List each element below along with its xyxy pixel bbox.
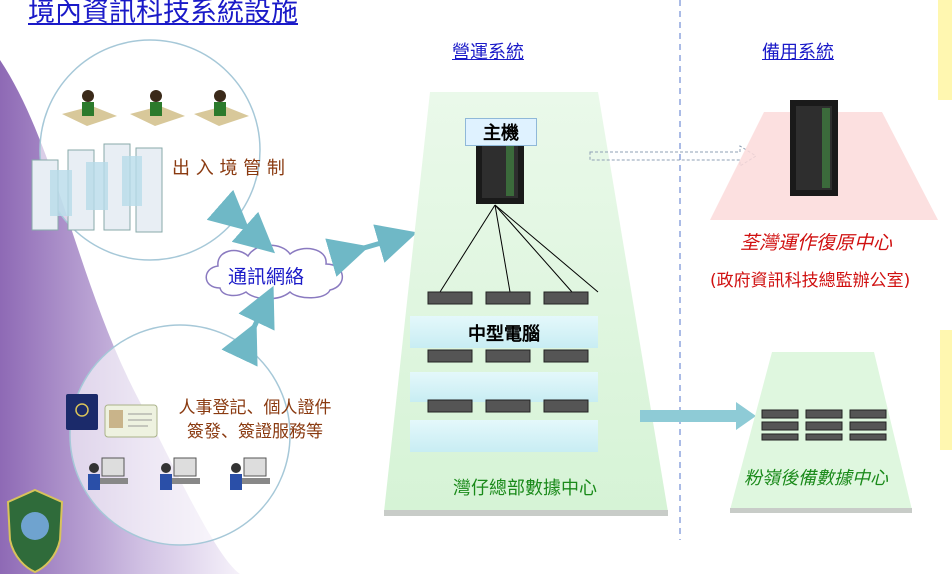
officer-at-desk-icon	[62, 90, 249, 126]
gate-icon	[31, 143, 163, 233]
recovery-center-label: 荃灣運作復原中心	[740, 232, 893, 254]
rack-server-icon	[761, 409, 887, 441]
page-title: 境內資訊科技系統設施	[28, 0, 298, 28]
immigration-control-label: 出 入 境 管 制	[172, 158, 285, 179]
backup-datacenter-label: 粉嶺後備數據中心	[744, 468, 888, 489]
network-label: 通訊網絡	[228, 266, 305, 288]
recovery-center-note: (政府資訊科技總監辦公室)	[710, 271, 911, 291]
passport-icon	[66, 394, 98, 430]
computer-user-icon	[88, 457, 270, 490]
emblem-icon	[6, 488, 64, 574]
services-label-line1: 人事登記、個人證件	[178, 398, 332, 418]
primary-datacenter-label: 灣仔總部數據中心	[453, 478, 597, 499]
services-label-line2: 簽發、簽證服務等	[187, 422, 323, 442]
backup-system-heading: 備用系統	[762, 42, 834, 63]
services-label: 人事登記、個人證件 簽發、簽證服務等	[150, 396, 360, 444]
mainframe-label: 主機	[465, 118, 537, 146]
primary-system-heading: 營運系統	[452, 42, 524, 63]
midrange-label: 中型電腦	[468, 324, 540, 345]
server-rack-icon	[790, 100, 838, 196]
rack-server-icon	[427, 291, 589, 413]
id-card-icon	[104, 404, 158, 438]
